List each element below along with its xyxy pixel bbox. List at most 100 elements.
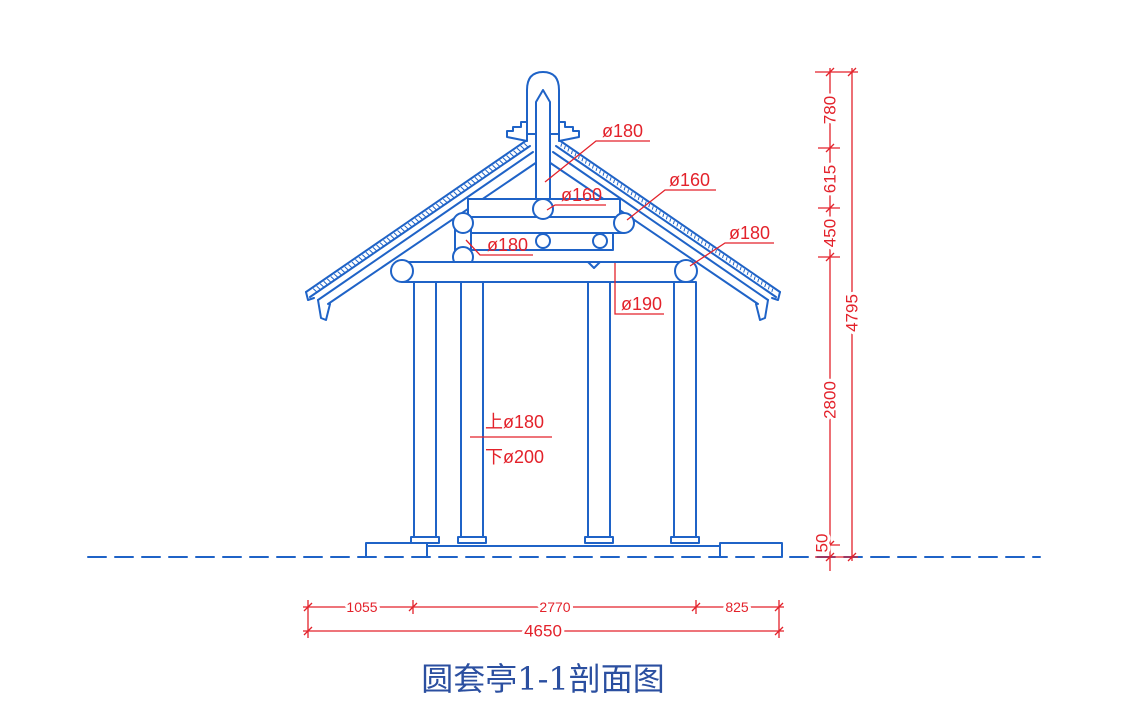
dim-vertical-total: 4795 <box>843 294 862 332</box>
vertical-extension-lines <box>815 71 858 558</box>
dim-horizontal-total: 4650 <box>524 622 562 641</box>
label-ridge-purlin: ø160 <box>561 185 602 205</box>
roof-tile-hatch <box>421 213 427 218</box>
roof-right-rafter-line <box>545 159 759 305</box>
roof-tile-hatch <box>316 285 321 290</box>
roof-tile-hatch <box>446 196 451 201</box>
dim-horizontal-825: 825 <box>725 599 749 615</box>
label-upper-purlin-right: ø160 <box>669 170 710 190</box>
roof-tile-hatch <box>516 147 521 152</box>
roof-tile-hatch <box>319 283 325 288</box>
roof-tile-hatch <box>567 148 570 152</box>
roof-tile-hatch <box>365 251 370 256</box>
roof-tile-hatch <box>411 220 416 225</box>
roof-tile-hatch <box>467 181 472 186</box>
roof-tile-hatch <box>432 205 437 210</box>
roof-tile-hatch <box>326 278 332 283</box>
roof-tile-hatch <box>606 174 608 179</box>
roof-tile-hatch <box>407 222 412 227</box>
roof-tile-hatch <box>658 211 661 215</box>
horizontal-dimensions: 1055 2770 825 4650 <box>303 596 784 644</box>
roof-tile-hatch <box>736 264 739 268</box>
roof-tile-hatch <box>460 186 465 191</box>
label-ridge: ø180 <box>602 121 643 141</box>
column-outer-right <box>673 281 697 538</box>
leader-middle-purlin-left <box>465 239 533 256</box>
roof-right-tile-line <box>555 145 777 298</box>
roof-tile-hatch <box>718 252 721 256</box>
roof-tile-hatch <box>609 177 612 181</box>
roof-tile-hatch <box>340 268 346 273</box>
roof-tile-hatch <box>690 232 693 237</box>
column-outer-left <box>413 281 437 538</box>
roof-tile-hatch <box>523 143 529 148</box>
vertical-ticks <box>825 67 857 562</box>
roof-tile-hatch <box>644 201 647 205</box>
tie-node-center <box>535 233 551 249</box>
label-middle-purlin-left: ø180 <box>487 235 528 255</box>
roof-left <box>305 139 541 321</box>
roof-tile-hatch <box>449 193 455 198</box>
leader-eave-beam <box>614 263 664 315</box>
column-inner-right <box>587 281 611 538</box>
roof-tile-hatch <box>471 179 476 184</box>
label-eave-purlin-right: ø180 <box>729 223 770 243</box>
roof-tile-hatch <box>648 203 651 208</box>
roof-tile-hatch <box>641 198 644 203</box>
roof-tile-hatch <box>771 288 774 293</box>
label-column-bottom: 下ø200 <box>485 447 544 467</box>
roof-tile-hatch <box>750 273 753 278</box>
leader-ridge-purlin <box>546 204 606 211</box>
roof-tile-hatch <box>574 152 577 157</box>
roof-tile-hatch <box>708 244 710 249</box>
roof-tile-hatch <box>425 210 430 215</box>
roof-tile-hatch <box>602 172 605 176</box>
roof-tile-hatch <box>577 155 580 159</box>
leader-eave-purlin-right <box>689 242 774 267</box>
roof-tile-hatch <box>351 261 356 266</box>
roof-tile-hatch <box>492 164 497 169</box>
roof-tile-hatch <box>509 152 514 157</box>
roof-tile-hatch <box>355 259 360 264</box>
roof-right <box>545 139 781 321</box>
roof-tile-hatch <box>386 237 391 242</box>
roof-tile-hatch <box>488 167 493 172</box>
roof-tile-hatch <box>393 232 398 237</box>
roof-tile-hatch <box>312 288 318 293</box>
roof-tile-hatch <box>397 230 402 235</box>
column-inner-left <box>460 281 484 538</box>
roof-tile-hatch <box>683 227 686 232</box>
roof-tile-hatch <box>746 271 749 276</box>
roof-tile-hatch <box>581 157 584 162</box>
roof-tile-hatch <box>665 215 668 220</box>
ridge-ornament-right <box>558 121 580 142</box>
roof-tile-hatch <box>362 254 367 259</box>
roof-tile-hatch <box>390 234 395 239</box>
dim-horizontal-2770: 2770 <box>539 599 570 615</box>
roof-tile-hatch <box>704 242 707 247</box>
label-eave-beam: ø190 <box>621 294 662 314</box>
roof-tile-hatch <box>715 249 717 254</box>
roof-tile-hatch <box>506 155 511 160</box>
roof-tile-hatch <box>679 225 682 230</box>
roof-tile-hatch <box>739 266 742 271</box>
roof-tile-hatch <box>478 174 483 179</box>
roof-tile-hatch <box>379 242 384 247</box>
column-base <box>670 536 700 544</box>
roof-tile-hatch <box>700 240 703 244</box>
member-labels: ø180 ø160 ø160 ø180 ø180 ø190 上ø180 下ø20… <box>465 121 774 467</box>
roof-tile-hatch <box>627 189 630 193</box>
roof-tile-hatch <box>439 201 444 206</box>
roof-tile-hatch <box>623 186 626 191</box>
roof-tile-hatch <box>464 184 469 189</box>
dim-vertical-450: 450 <box>821 219 840 247</box>
roof-tile-hatch <box>599 169 601 174</box>
main-beam <box>401 261 687 283</box>
roof-tile-hatch <box>520 145 525 150</box>
columns <box>410 281 700 544</box>
roof-tile-hatch <box>560 143 563 147</box>
roof-tile-hatch <box>651 206 654 210</box>
vertical-dimensions: 780 615 450 2800 50 4795 <box>810 67 865 571</box>
roof-tile-hatch <box>330 276 335 281</box>
